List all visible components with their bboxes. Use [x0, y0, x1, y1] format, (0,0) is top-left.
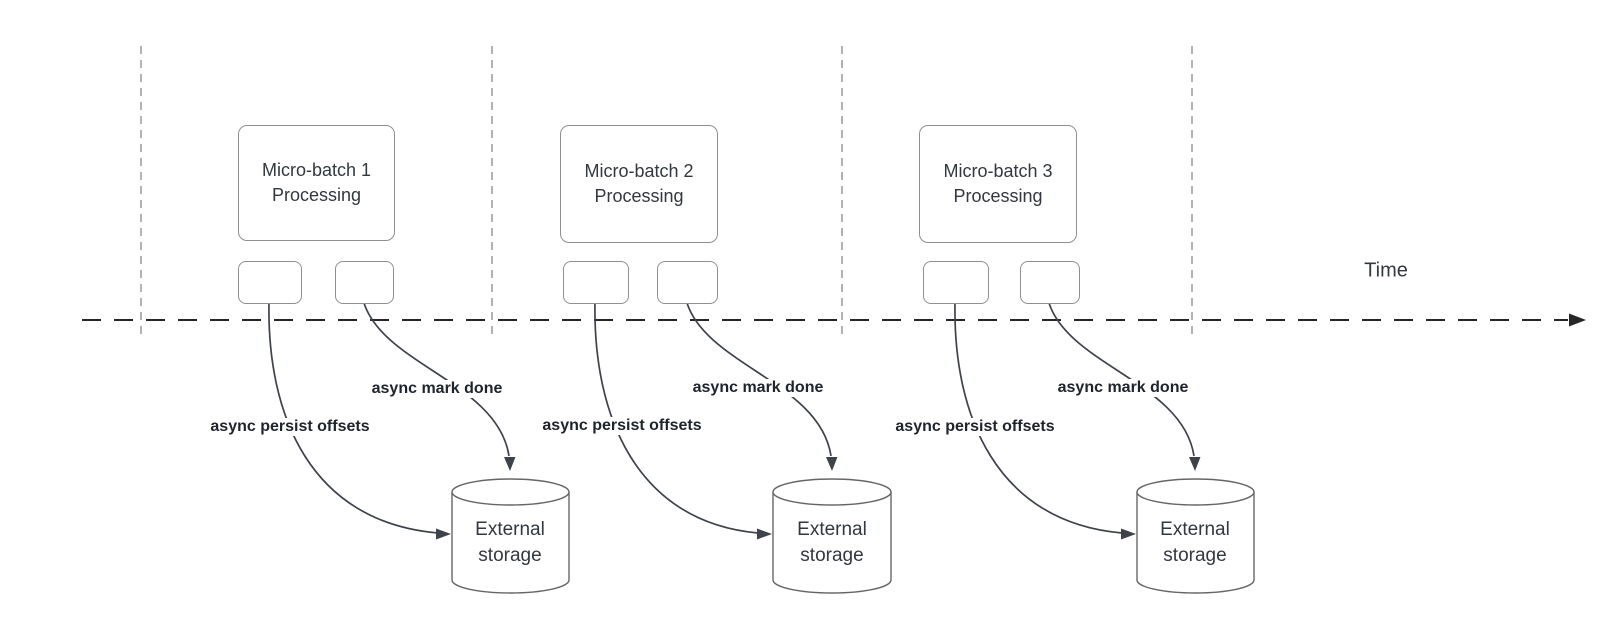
storage-label-line1: External — [1160, 519, 1230, 540]
storage-label-line2: storage — [1163, 545, 1227, 566]
micro-batch-2-processing-box: Micro-batch 2 Processing — [560, 125, 718, 243]
micro-batch-title-line2: Processing — [594, 186, 684, 206]
persist-offsets-edge — [268, 302, 439, 534]
mark-done-arrowhead-icon — [1189, 457, 1201, 471]
timeline-arrowhead-icon — [1569, 313, 1586, 327]
micro-batch-title-line2: Processing — [953, 186, 1043, 206]
mark-done-label: async mark done — [689, 379, 827, 397]
persist-offsets-label: async persist offsets — [892, 418, 1058, 436]
external-storage-label: External storage — [1160, 517, 1230, 569]
persist-arrowhead-icon — [1121, 528, 1136, 540]
micro-batch-title-line1: Micro-batch 2 — [584, 161, 694, 181]
mark-done-arrowhead-icon — [826, 457, 838, 471]
persist-offsets-edge — [594, 302, 759, 534]
mark-done-label: async mark done — [1054, 379, 1192, 397]
persist-offsets-label: async persist offsets — [207, 418, 373, 436]
mark-done-arrowhead-icon — [504, 457, 516, 471]
commit-task-box — [335, 261, 394, 304]
persist-arrowhead-icon — [757, 528, 772, 540]
commit-task-box — [657, 261, 718, 304]
external-storage-label: External storage — [797, 517, 867, 569]
mark-done-label: async mark done — [368, 380, 506, 398]
offset-task-box — [923, 261, 989, 304]
external-storage-cylinder-icon — [772, 478, 892, 594]
micro-batch-3-processing-box: Micro-batch 3 Processing — [919, 125, 1077, 243]
storage-label-line1: External — [475, 519, 545, 540]
micro-batch-title-line1: Micro-batch 1 — [261, 160, 372, 180]
persist-offsets-label: async persist offsets — [539, 417, 705, 435]
external-storage-cylinder-icon — [1136, 478, 1255, 594]
offset-task-box — [238, 261, 302, 304]
storage-label-line2: storage — [478, 545, 542, 566]
time-axis-label: Time — [1364, 259, 1408, 282]
micro-batch-1-processing-box: Micro-batch 1 Processing — [238, 125, 395, 241]
micro-batch-title-line2: Processing — [271, 185, 362, 205]
persist-arrowhead-icon — [436, 528, 451, 540]
offset-task-box — [563, 261, 629, 304]
mark-done-edge — [1048, 302, 1195, 457]
commit-task-box — [1020, 261, 1080, 304]
external-storage-label: External storage — [475, 517, 545, 569]
storage-label-line2: storage — [800, 545, 864, 566]
storage-label-line1: External — [797, 519, 867, 540]
mark-done-edge — [686, 302, 832, 457]
micro-batch-title-line1: Micro-batch 3 — [943, 161, 1053, 181]
persist-offsets-edge — [954, 302, 1123, 534]
mark-done-edge — [363, 302, 510, 457]
external-storage-cylinder-icon — [451, 478, 570, 594]
